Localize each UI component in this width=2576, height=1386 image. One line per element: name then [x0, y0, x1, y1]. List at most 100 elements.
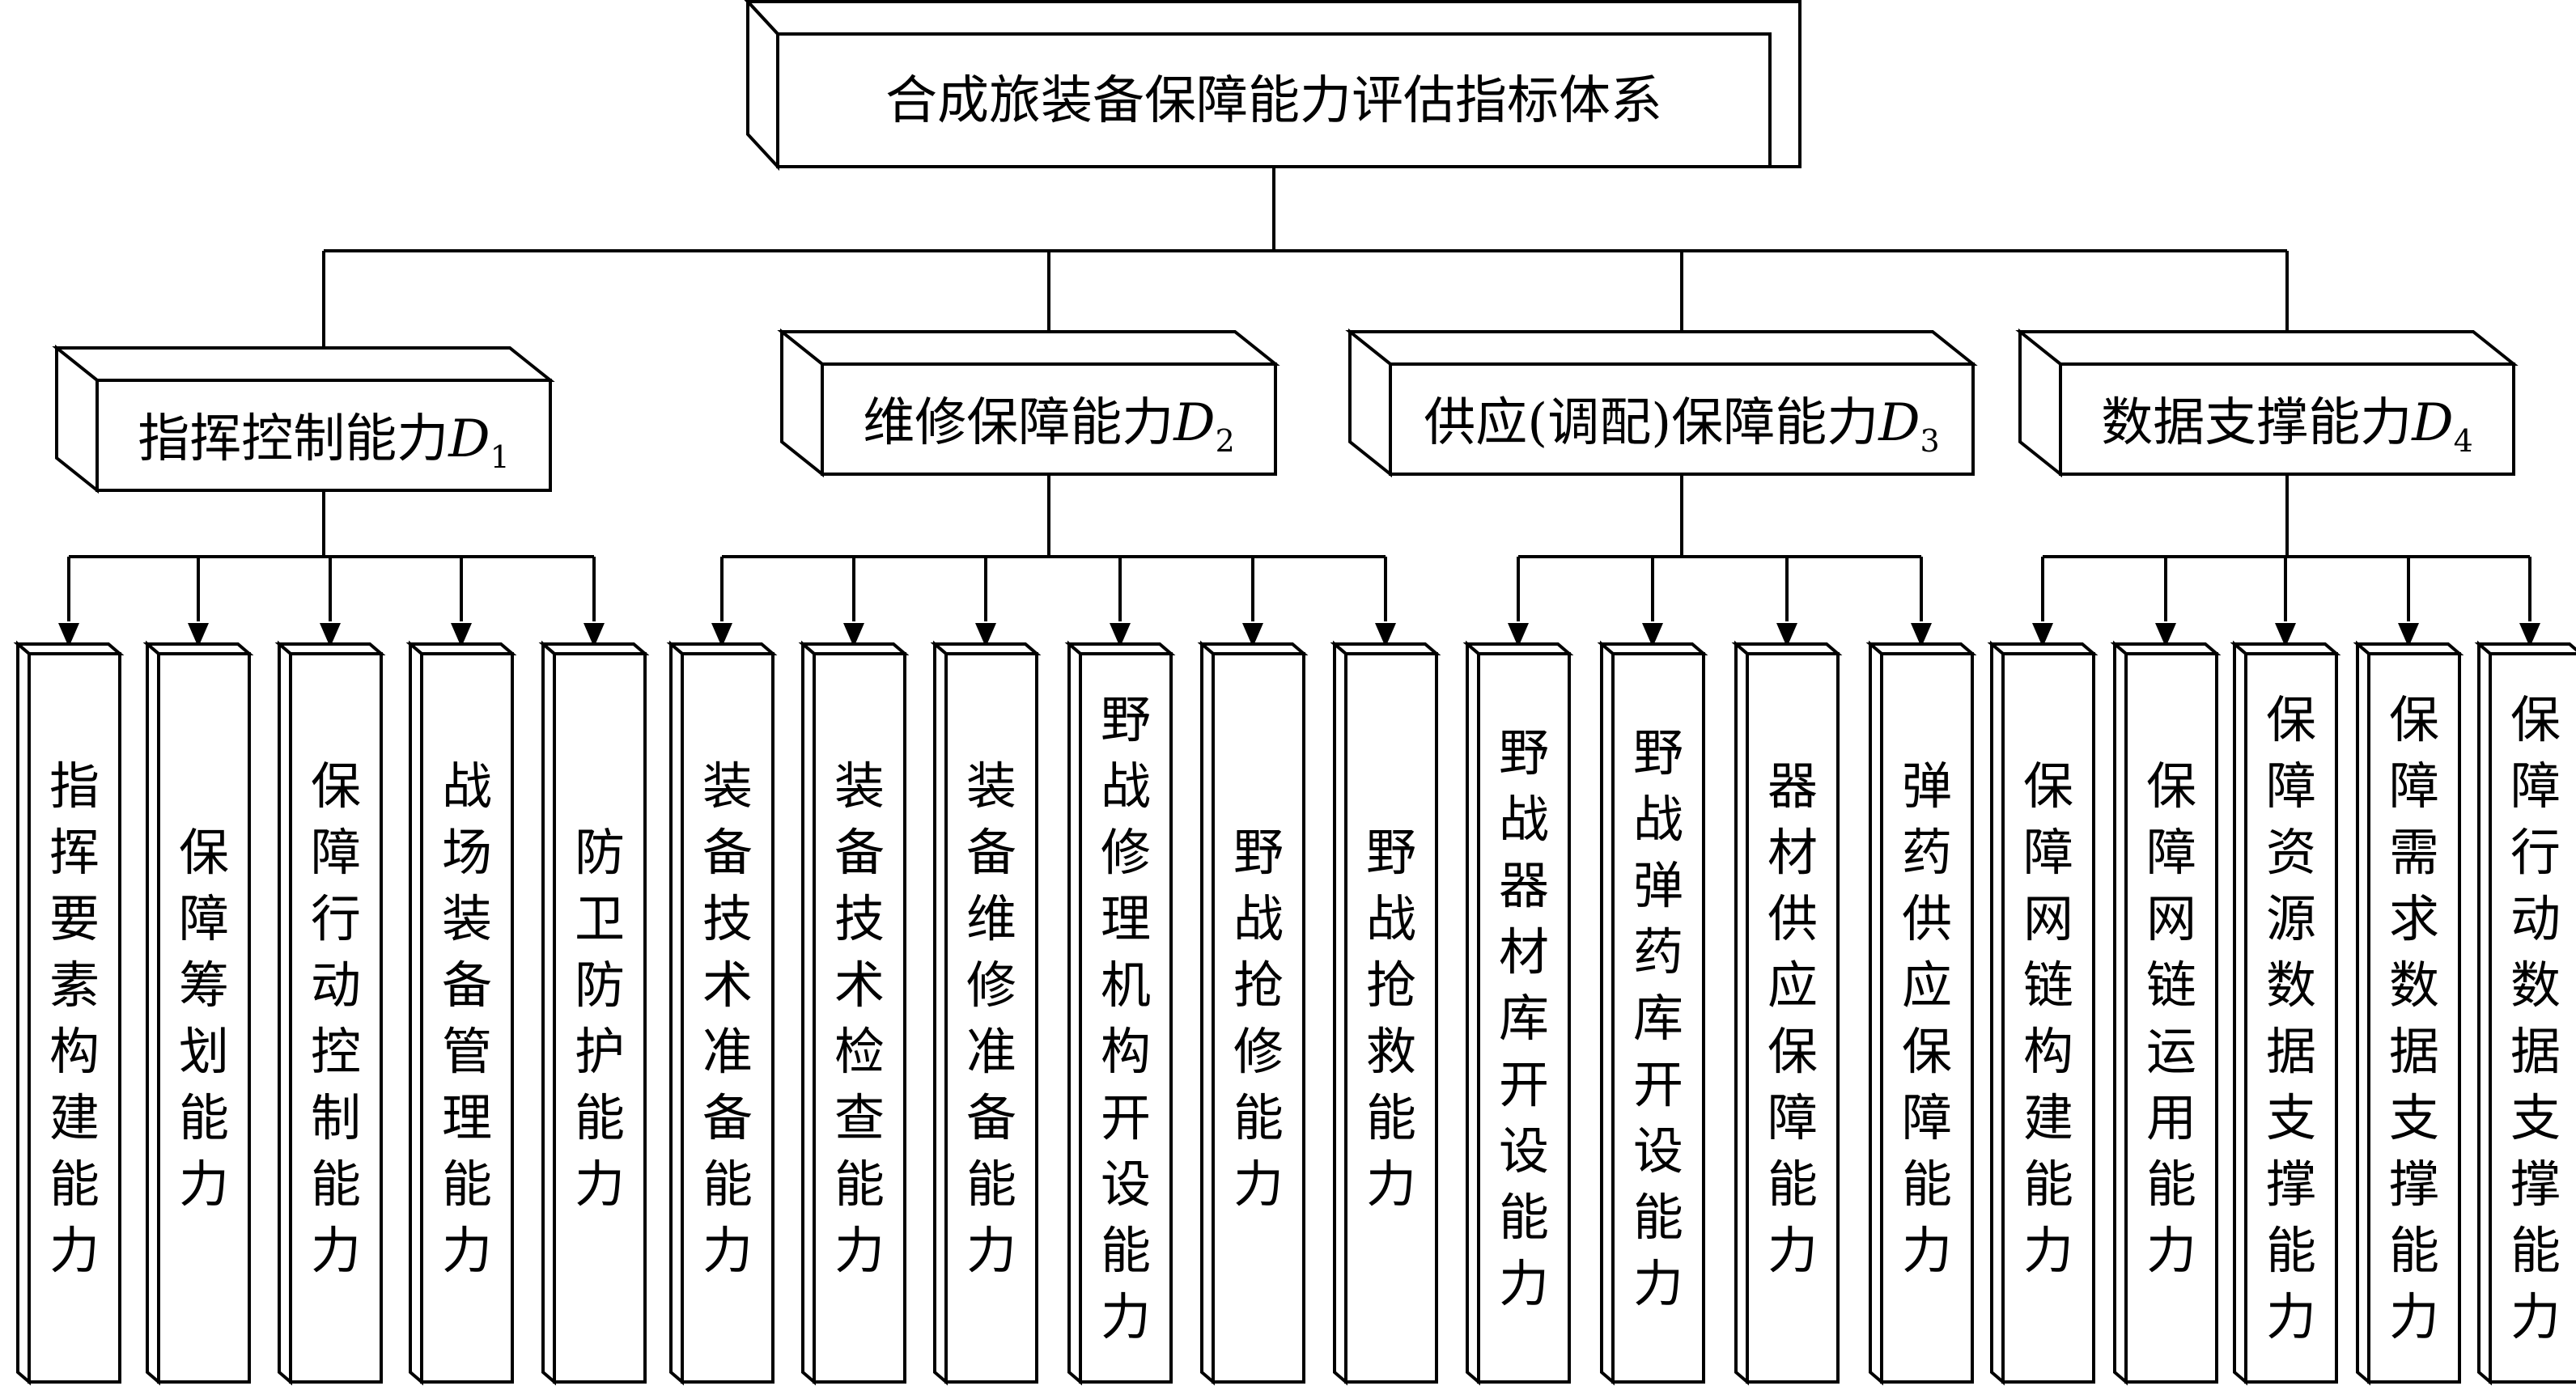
- indicator-arrow: [843, 623, 864, 647]
- capability-name: 指挥控制能力: [138, 409, 448, 469]
- capability-node-depth-top: [52, 346, 555, 382]
- indicator-char: 技: [702, 889, 753, 948]
- indicator-char: 行: [311, 889, 361, 948]
- indicator-label: 野战器材库开设能力: [1499, 723, 1549, 1313]
- indicator-char: 障: [311, 823, 361, 882]
- indicator-node-face: [681, 652, 774, 1384]
- indicator-node-face: [157, 652, 251, 1384]
- indicator-char: 开: [1101, 1088, 1151, 1147]
- capability-node-depth-top: [2015, 330, 2519, 366]
- indicator-char: 设: [1499, 1121, 1549, 1180]
- indicator-char: 战: [1101, 757, 1151, 816]
- indicator-char: 抢: [1233, 956, 1284, 1015]
- capability-name: 数据支撑能力: [2101, 393, 2412, 453]
- indicator-char: 查: [834, 1088, 885, 1147]
- indicator-char: 障: [1768, 1088, 1818, 1147]
- indicator-label: 战场装备管理能力: [442, 757, 492, 1280]
- indicator-char: 野: [1499, 723, 1549, 782]
- indicator-char: 力: [1101, 1287, 1151, 1346]
- indicator-char: 抢: [1366, 956, 1416, 1015]
- capability-symbol: D: [1173, 393, 1215, 453]
- indicator-char: 网: [2023, 889, 2073, 948]
- indicator-char: 救: [1366, 1022, 1416, 1081]
- indicator-label: 野战抢救能力: [1366, 823, 1416, 1214]
- indicator-node: 野战抢修能力: [1197, 640, 1309, 1386]
- indicator-char: 力: [2146, 1221, 2196, 1280]
- indicator-char: 能: [575, 1088, 625, 1147]
- indicator-char: 力: [1233, 1155, 1284, 1214]
- indicator-char: 药: [1633, 922, 1683, 981]
- indicator-node-depth-left: [1067, 640, 1082, 1386]
- root-node-label: 合成旅装备保障能力评估指标体系: [885, 71, 1662, 131]
- indicator-char: 力: [966, 1221, 1016, 1280]
- indicator-arrow: [188, 623, 209, 647]
- indicator-char: 力: [575, 1155, 625, 1214]
- indicator-char: 机: [1101, 956, 1151, 1015]
- indicator-arrow: [1375, 623, 1396, 647]
- indicator-char: 弹: [1633, 856, 1683, 915]
- indicator-node-depth-left: [2233, 640, 2247, 1386]
- indicator-char: 链: [2023, 956, 2073, 1015]
- indicator-char: 场: [442, 823, 492, 882]
- indicator-char: 能: [2146, 1155, 2196, 1214]
- indicator-char: 力: [1499, 1254, 1549, 1313]
- indicator-char: 能: [702, 1155, 753, 1214]
- indicator-arrow: [975, 623, 996, 647]
- indicator-node-face: [944, 652, 1038, 1384]
- indicator-node-face: [1746, 652, 1840, 1384]
- indicator-node-face: [1611, 652, 1705, 1384]
- indicator-arrow: [1911, 623, 1932, 647]
- indicator-char: 用: [2146, 1088, 2196, 1147]
- indicator-char: 能: [442, 1155, 492, 1214]
- indicator-char: 开: [1499, 1055, 1549, 1114]
- indicator-char: 保: [311, 757, 361, 816]
- indicator-char: 保: [2510, 690, 2561, 749]
- indicator-node-depth-left: [146, 640, 160, 1386]
- indicator-char: 野: [1101, 690, 1151, 749]
- indicator-char: 挥: [49, 823, 100, 882]
- capability-node: 维修保障能力D2: [777, 328, 1280, 478]
- indicator-char: 库: [1633, 989, 1683, 1048]
- indicator-node-face: [1079, 652, 1173, 1384]
- capability-subscript: 3: [1920, 423, 1940, 459]
- indicator-char: 能: [1499, 1188, 1549, 1247]
- indicator-node: 野战抢救能力: [1330, 640, 1441, 1386]
- indicator-char: 障: [2146, 823, 2196, 882]
- capability-symbol: D: [1878, 393, 1920, 453]
- indicator-char: 准: [966, 1022, 1016, 1081]
- capability-label: 供应(调配)保障能力D3: [1424, 393, 1939, 459]
- indicator-arrow: [320, 623, 341, 647]
- capability-node-face: [821, 362, 1277, 476]
- indicator-node-depth-left: [1734, 640, 1749, 1386]
- indicator-label: 防卫防护能力: [575, 823, 625, 1214]
- indicator-char: 动: [311, 956, 361, 1015]
- indicator-node-face: [1477, 652, 1571, 1384]
- indicator-node-face: [2124, 652, 2218, 1384]
- indicator-char: 修: [1233, 1022, 1284, 1081]
- indicator-arrow: [2275, 623, 2296, 647]
- root-node: 合成旅装备保障能力评估指标体系: [744, 0, 1802, 172]
- indicator-char: 术: [834, 956, 885, 1015]
- indicator-char: 防: [575, 956, 625, 1015]
- indicator-char: 保: [2389, 690, 2439, 749]
- capability-label: 数据支撑能力D4: [2101, 393, 2473, 459]
- capability-node-depth-top: [777, 330, 1280, 366]
- indicator-char: 装: [966, 757, 1016, 816]
- indicator-label: 指挥要素构建能力: [49, 757, 100, 1280]
- indicator-arrow: [1242, 623, 1263, 647]
- indicator-node-depth-left: [933, 640, 948, 1386]
- capability-subscript: 1: [490, 439, 510, 475]
- indicator-node-depth-left: [1200, 640, 1215, 1386]
- indicator-node: 保障行动数据支撑能力: [2474, 640, 2576, 1386]
- indicator-char: 保: [179, 823, 229, 882]
- indicator-char: 备: [702, 1088, 753, 1147]
- indicator-char: 器: [1499, 856, 1549, 915]
- indicator-char: 维: [966, 889, 1016, 948]
- indicator-label: 装备技术准备能力: [702, 757, 753, 1280]
- indicator-char: 控: [311, 1022, 361, 1081]
- indicator-char: 开: [1633, 1055, 1683, 1114]
- indicator-char: 需: [2389, 823, 2439, 882]
- indicator-char: 野: [1633, 723, 1683, 782]
- indicator-char: 建: [49, 1088, 100, 1147]
- indicator-node: 器材供应保障能力: [1731, 640, 1843, 1386]
